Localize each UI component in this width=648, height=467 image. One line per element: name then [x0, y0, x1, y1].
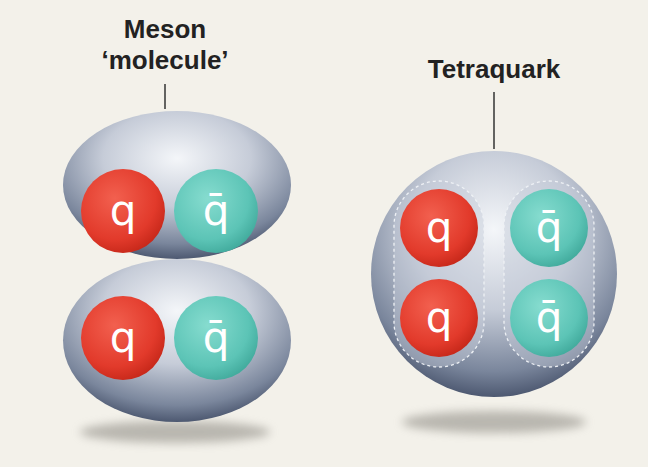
particle-node: q̄: [173, 295, 259, 381]
quark-circle: [400, 189, 478, 267]
diquark-outline: [394, 181, 484, 367]
quark-symbol: q: [426, 297, 453, 339]
quark-symbol: q: [426, 207, 453, 249]
quark-circle: [81, 296, 165, 380]
leader-line: [164, 84, 166, 109]
drop-shadow: [80, 421, 270, 443]
antiquark-circle: [510, 279, 588, 357]
quark-circle: [400, 279, 478, 357]
antiquark-circle: [174, 296, 258, 380]
particle-node: q: [80, 168, 166, 254]
antiquark-circle: [174, 169, 258, 253]
antiquark-circle: [510, 189, 588, 267]
drop-shadow: [402, 411, 586, 433]
particle-node: q: [399, 278, 479, 358]
quark-circle: [81, 169, 165, 253]
quark-symbol: q̄: [536, 207, 563, 249]
structure-heading: Meson ‘molecule’: [90, 14, 240, 76]
particle-node: q̄: [509, 188, 589, 268]
quark-symbol: q̄: [203, 317, 230, 359]
hadron-bag: [63, 111, 291, 259]
diquark-node: qq: [393, 180, 485, 368]
particle-node: q̄: [509, 278, 589, 358]
particle-node: q: [399, 188, 479, 268]
quark-symbol: q: [110, 317, 137, 359]
hadron-bag: [371, 151, 617, 397]
diquark-outline: [504, 181, 594, 367]
quark-symbol: q̄: [203, 190, 230, 232]
structure-heading: Tetraquark: [428, 54, 560, 85]
hadron-bag: [63, 259, 291, 422]
particle-node: q̄: [173, 168, 259, 254]
hadron-node: q q̄: [62, 258, 292, 423]
quark-symbol: q: [110, 190, 137, 232]
hadron-node: Meson ‘molecule’qq̄: [62, 110, 292, 260]
leader-line: [493, 92, 495, 149]
quark-symbol: q̄: [536, 297, 563, 339]
diquark-node: q̄ q̄: [503, 180, 595, 368]
particle-node: q: [80, 295, 166, 381]
hadron-node: Tetraquarkqqq̄q̄: [370, 150, 618, 398]
